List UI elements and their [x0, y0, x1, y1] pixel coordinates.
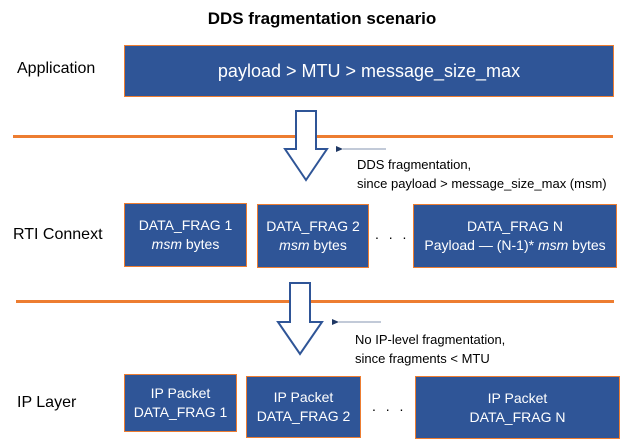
data-frag-size: msm bytes [152, 235, 220, 254]
down-arrow-icon [276, 282, 324, 356]
data-frag-size: msm bytes [279, 236, 347, 255]
transition-note-no-ip-fragmentation: No IP-level fragmentation, since fragmen… [355, 330, 505, 368]
note-line: No IP-level fragmentation, [355, 332, 506, 347]
packet-ellipsis: . . . [372, 398, 407, 414]
ip-packet-box: IP Packet DATA_FRAG N [415, 376, 620, 439]
down-arrow-icon [283, 110, 329, 182]
data-frag-size-msm: msm [279, 237, 310, 253]
data-frag-size-msm: msm [537, 237, 569, 253]
fragment-ellipsis: . . . [375, 226, 410, 242]
ip-packet-frag: DATA_FRAG N [469, 408, 566, 425]
data-frag-size-prefix: Payload — (N-1)* [424, 237, 538, 253]
application-payload-box: payload > MTU > message_size_max [124, 45, 614, 97]
data-frag-size-unit: bytes [568, 237, 606, 253]
ip-packet-title: IP Packet [273, 389, 334, 405]
data-frag-title: DATA_FRAG 2 [266, 218, 360, 234]
ip-packet-box: IP Packet DATA_FRAG 2 [246, 376, 361, 438]
data-frag-title: DATA_FRAG 1 [138, 217, 233, 233]
note-line: DDS fragmentation, [357, 157, 472, 172]
data-frag-box: DATA_FRAG 2 msm bytes [257, 204, 369, 268]
data-frag-size-msm: msm [151, 236, 182, 252]
data-frag-size: Payload — (N-1)* msm bytes [424, 236, 605, 255]
ip-packet-title: IP Packet [487, 389, 548, 406]
data-frag-box: DATA_FRAG N Payload — (N-1)* msm bytes [413, 204, 617, 268]
note-line: since fragments < MTU [355, 351, 490, 366]
data-frag-title: DATA_FRAG N [467, 218, 563, 234]
data-frag-size-unit: bytes [181, 236, 220, 252]
ip-packet-frag: DATA_FRAG 1 [133, 404, 228, 420]
application-payload-text: payload > MTU > message_size_max [217, 60, 521, 81]
layer-label-ip-layer: IP Layer [17, 394, 77, 411]
layer-label-rti-connext: RTI Connext [13, 226, 103, 243]
layer-label-application: Application [17, 60, 96, 77]
ip-packet-box: IP Packet DATA_FRAG 1 [124, 374, 237, 432]
diagram-title: DDS fragmentation scenario [207, 9, 437, 28]
ip-packet-title: IP Packet [150, 385, 211, 401]
layer-separator-2 [16, 300, 614, 303]
transition-note-dds-fragmentation: DDS fragmentation, since payload > messa… [357, 155, 607, 193]
data-frag-box: DATA_FRAG 1 msm bytes [124, 203, 247, 267]
data-frag-size-unit: bytes [309, 237, 347, 253]
ip-packet-frag: DATA_FRAG 2 [256, 408, 351, 424]
note-line: since payload > message_size_max (msm) [357, 176, 607, 191]
